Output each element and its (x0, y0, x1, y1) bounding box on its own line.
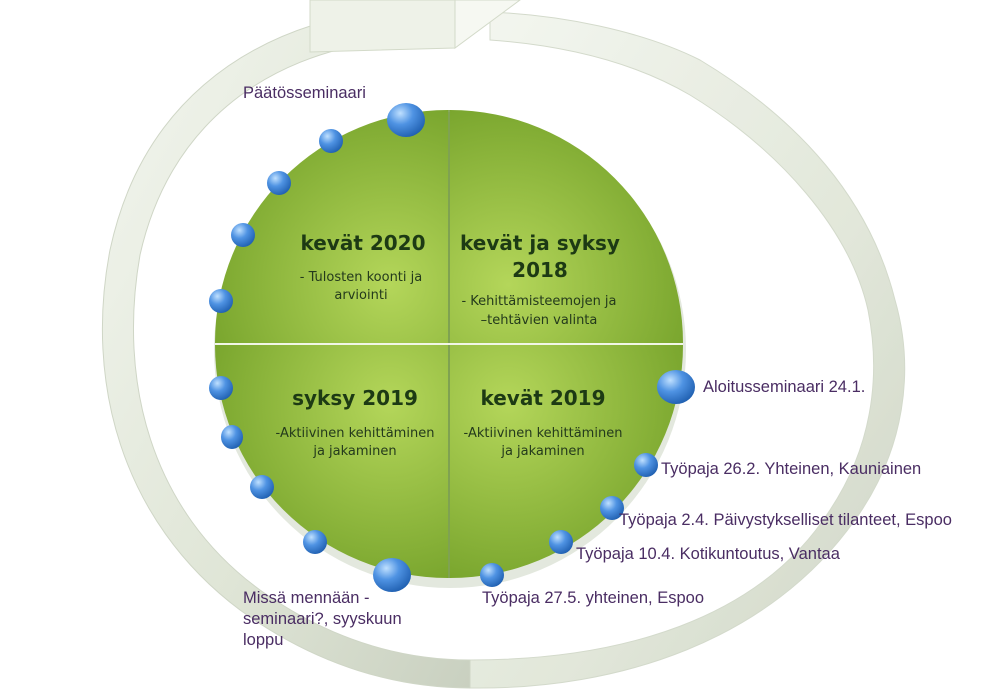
label-tyopaja-26-2: Työpaja 26.2. Yhteinen, Kauniainen (661, 460, 922, 478)
label-aloitusseminaari: Aloitusseminaari 24.1. (703, 378, 866, 396)
quadrant-top-left (215, 110, 448, 343)
quadrant-bottom-right-line: ja jakaminen (500, 444, 584, 459)
quadrant-top-left-line: arviointi (334, 288, 387, 303)
label-tyopaja-2-4: Työpaja 2.4. Päivystykselliset tilanteet… (619, 511, 952, 529)
quadrant-top-right-line: –tehtävien valinta (481, 313, 598, 328)
milestone-bubble (267, 171, 291, 195)
quadrant-bottom-left-line: -Aktiivinen kehittäminen (276, 426, 435, 441)
milestone-bubble (549, 530, 573, 554)
milestone-bubble (480, 563, 504, 587)
quadrant-bottom-left (215, 345, 448, 578)
milestone-bubble (319, 129, 343, 153)
milestone-bubble-large (657, 370, 695, 404)
quadrant-top-right-title: 2018 (512, 258, 568, 282)
milestone-bubble (600, 496, 624, 520)
quadrant-top-left-title: kevät 2020 (300, 231, 425, 255)
quadrant-top-right-title: kevät ja syksy (460, 231, 620, 255)
milestone-bubble-large (387, 103, 425, 137)
milestone-bubbles (209, 103, 695, 592)
quadrant-bottom-left-title: syksy 2019 (292, 386, 418, 410)
milestone-bubble (209, 376, 233, 400)
milestone-bubble (303, 530, 327, 554)
milestone-bubble (634, 453, 658, 477)
milestone-bubble (250, 475, 274, 499)
label-tyopaja-10-4: Työpaja 10.4. Kotikuntoutus, Vantaa (576, 545, 840, 563)
milestone-bubble (209, 289, 233, 313)
milestone-bubble-large (373, 558, 411, 592)
label-paatosseminaari: Päätösseminaari (243, 84, 366, 102)
label-missa-mennaan: Missä mennään - seminaari?, syyskuun lop… (243, 589, 402, 649)
quadrant-bottom-left-line: ja jakaminen (312, 444, 396, 459)
cycle-arrow-ring (101, 0, 906, 689)
milestone-bubble (231, 223, 255, 247)
quadrant-bottom-right (450, 345, 683, 578)
label-tyopaja-27-5: Työpaja 27.5. yhteinen, Espoo (482, 589, 704, 607)
milestone-bubble (221, 425, 243, 449)
quadrant-top-left-line: - Tulosten koonti ja (300, 270, 422, 285)
quadrant-top-right-line: - Kehittämisteemojen ja (461, 294, 616, 309)
quadrant-bottom-right-line: -Aktiivinen kehittäminen (464, 426, 623, 441)
quadrant-bottom-right-title: kevät 2019 (480, 386, 605, 410)
quadrant-top-right (450, 110, 683, 343)
